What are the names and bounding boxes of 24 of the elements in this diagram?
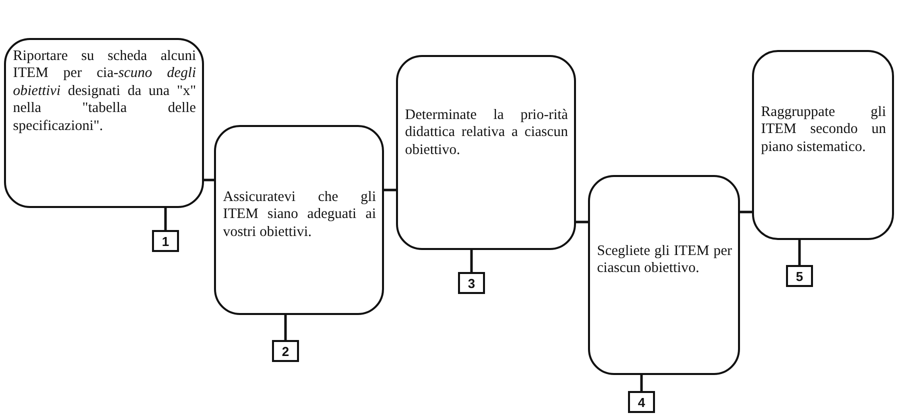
step-description: Assicuratevi che gli ITEM siano adeguati ai vostri obiettivi. [223,189,376,242]
step-number: 5 [786,265,813,287]
step-box [214,125,384,315]
step-description: Raggruppate gli ITEM secondo un piano sistematico. [761,104,886,156]
connector-line [470,250,473,272]
connector-line [798,240,801,265]
step-description: Riportare su scheda alcuni ITEM per cia-scuno degli obiettivi designati da una "x" nella "tabella delle specificazioni". [13,48,196,135]
step-description: Scegliete gli ITEM per ciascun obiettivo. [597,243,732,278]
step-description: Determinate la prio-rità didattica relativa a ciascun obiettivo. [405,107,568,160]
step-number: 2 [272,340,299,362]
connector-line [640,375,643,391]
step-box [4,38,204,208]
step-number: 1 [152,230,179,252]
connector-line [384,188,396,192]
connector-line [284,315,287,340]
step-number: 4 [628,391,655,413]
connector-line [740,210,752,214]
step-box [588,175,740,375]
step-box [396,55,576,250]
connector-line [164,208,167,230]
step-box [752,50,894,240]
connector-line [576,220,588,224]
step-number: 3 [458,272,485,294]
connector-line [204,178,214,182]
